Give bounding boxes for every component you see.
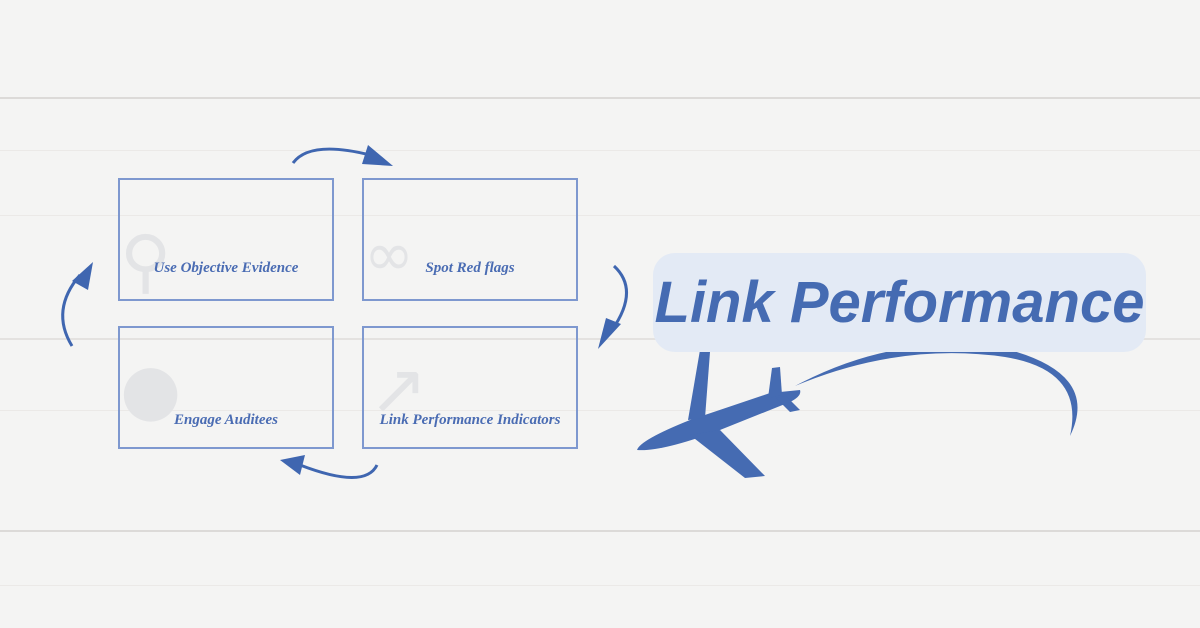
step-label: Engage Auditees [173, 412, 279, 428]
headline-text: Link Performance [654, 270, 1145, 335]
headline-pill: Link Performance [653, 253, 1146, 352]
step-label: Spot Red flags [425, 260, 515, 276]
magnifier-icon: ⚲ [120, 220, 172, 302]
eyeglasses-icon: ∞ [364, 220, 414, 290]
step-box-link-performance-indicators: ↗ Link Performance Indicators [362, 326, 578, 449]
step-box-objective-evidence: ⚲ Use Objective Evidence [118, 178, 334, 302]
arrowhead-top [362, 145, 393, 166]
arrow-top [291, 147, 371, 164]
step-box-engage-auditees: ● Engage Auditees [118, 326, 334, 449]
chart-arrow-icon: ↗ [369, 348, 428, 430]
step-box-red-flags: ∞ Spot Red flags [362, 178, 578, 301]
arrow-right [610, 264, 628, 331]
arrowhead-right [598, 318, 621, 349]
person-icon: ● [120, 348, 182, 430]
step-label: Link Performance Indicators [379, 412, 561, 428]
arrowhead-bottom [280, 455, 305, 475]
airplane-icon [637, 350, 801, 478]
arrow-left [61, 274, 82, 347]
step-label: Use Objective Evidence [153, 260, 299, 276]
swoosh [795, 344, 1078, 436]
arrowhead-left [72, 262, 93, 290]
arrow-bottom [299, 463, 379, 479]
